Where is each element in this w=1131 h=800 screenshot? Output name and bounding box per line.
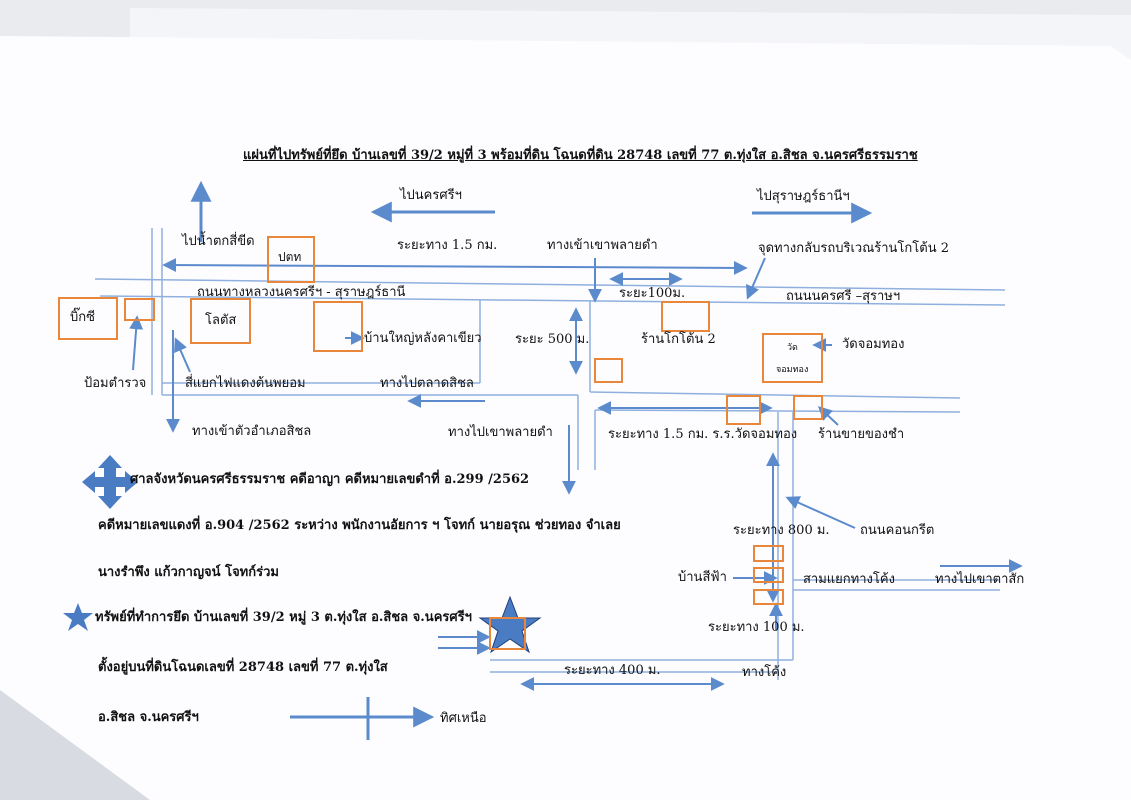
grocery-box	[793, 395, 823, 420]
label-dist-500m: ระยะ 500 ม.	[515, 332, 590, 347]
label-police-box: ป้อมตำรวจ	[84, 376, 147, 391]
label-big-c: บิ๊กซี	[70, 310, 95, 325]
label-ptt: ปตท	[278, 250, 302, 264]
label-grocery-shop: ร้านขายของชำ	[818, 427, 905, 442]
district-info: อ.สิชล จ.นครศรีฯ	[98, 710, 199, 725]
label-dist-400m: ระยะทาง 400 ม.	[564, 663, 661, 678]
label-north: ทิศเหนือ	[440, 711, 487, 726]
label-to-surat: ไปสุราษฎร์ธานีฯ	[757, 189, 850, 204]
label-to-khao-plai-dam: ทางไปเขาพลายดำ	[448, 425, 553, 440]
north-compass-icon	[290, 697, 435, 740]
label-road-nakhon-surat: ถนนนครศรี –สุราษฯ	[786, 289, 901, 304]
label-dist-100m-b: ระยะทาง 100 ม.	[708, 620, 805, 635]
label-to-sichon-market: ทางไปตลาดสิชล	[380, 376, 474, 391]
star-icon	[478, 595, 542, 654]
lotus-box	[190, 298, 251, 344]
co-plaintiff-info: นางรำพึง แก้วกาญจน์ โจทก์ร่วม	[98, 565, 279, 580]
label-curve: ทางโค้ง	[742, 665, 787, 680]
label-ko-ton-2: ร้านโกโต้น 2	[641, 332, 716, 347]
label-dist-100m: ระยะ100ม.	[619, 286, 686, 301]
label-wat-box-bottom: จอมทอง	[776, 365, 809, 375]
school-box	[726, 395, 761, 425]
label-concrete-road: ถนนคอนกรีต	[860, 523, 935, 538]
label-to-waterfall: ไปน้ำตกสี่ขีด	[182, 234, 255, 249]
label-u-turn-point: จุดทางกลับรถบริเวณร้านโกโต้น 2	[758, 241, 949, 256]
big-house-box	[313, 301, 363, 352]
label-dist-1-5km: ระยะทาง 1.5 กม.	[397, 238, 498, 253]
seized-property-box	[489, 617, 526, 650]
blue-house-box-1	[753, 545, 784, 562]
label-lotus: โลตัส	[205, 313, 237, 328]
label-to-khao-tasak: ทางไปเขาตาสัก	[935, 572, 1025, 587]
label-entrance-sichon: ทางเข้าตัวอำเภอสิชล	[192, 424, 312, 439]
police-box-marker	[124, 298, 155, 321]
label-dist-800m: ระยะทาง 800 ม.	[733, 523, 830, 538]
label-dist-school: ระยะทาง 1.5 กม. ร.ร.วัดจอมทอง	[608, 427, 798, 442]
label-wat-chom-thong: วัดจอมทอง	[842, 337, 905, 352]
big-c-box	[58, 297, 118, 340]
red-case-info: คดีหมายเลขแดงที่ อ.904 /2562 ระหว่าง พนั…	[98, 518, 621, 533]
star-icon	[63, 603, 93, 631]
label-blue-house: บ้านสีฟ้า	[678, 570, 727, 585]
label-three-way-curve: สามแยกทางโค้ง	[803, 572, 895, 587]
label-intersection-light: สี่แยกไฟแดงต้นพยอม	[185, 376, 306, 391]
label-entrance-khao-plai-dam: ทางเข้าเขาพลายดำ	[547, 238, 658, 253]
label-big-house: บ้านใหญ่หลังคาเขียว	[364, 331, 482, 346]
court-case-info: ศาลจังหวัดนครศรีธรรมราช คดีอาญา คดีหมายเ…	[130, 472, 530, 487]
ptt-box	[267, 236, 315, 283]
blue-house-box-2	[753, 567, 784, 583]
label-main-road: ถนนทางหลวงนครศรีฯ - สุราษฎร์ธานี	[197, 285, 406, 300]
ko-ton-box	[661, 301, 710, 332]
small-shop-box	[594, 358, 623, 383]
label-to-nakhon: ไปนครศรีฯ	[400, 188, 462, 203]
map-title: แผ่นที่ไปทรัพย์ที่ยึด บ้านเลขที่ 39/2 หม…	[243, 148, 918, 163]
property-info: ทรัพย์ที่ทำการยึด บ้านเลขที่ 39/2 หมู่ 3…	[95, 610, 472, 625]
blue-house-box-3	[753, 589, 784, 605]
road-lines	[94, 228, 1006, 680]
direction-arrows	[190, 180, 873, 242]
label-wat-box-top: วัด	[787, 343, 798, 353]
land-location-info: ตั้งอยู่บนที่ดินโฉนดเลขที่ 28748 เลขที่ …	[98, 660, 388, 675]
wat-chom-thong-box	[762, 333, 823, 383]
four-way-arrow-icon	[82, 455, 138, 509]
